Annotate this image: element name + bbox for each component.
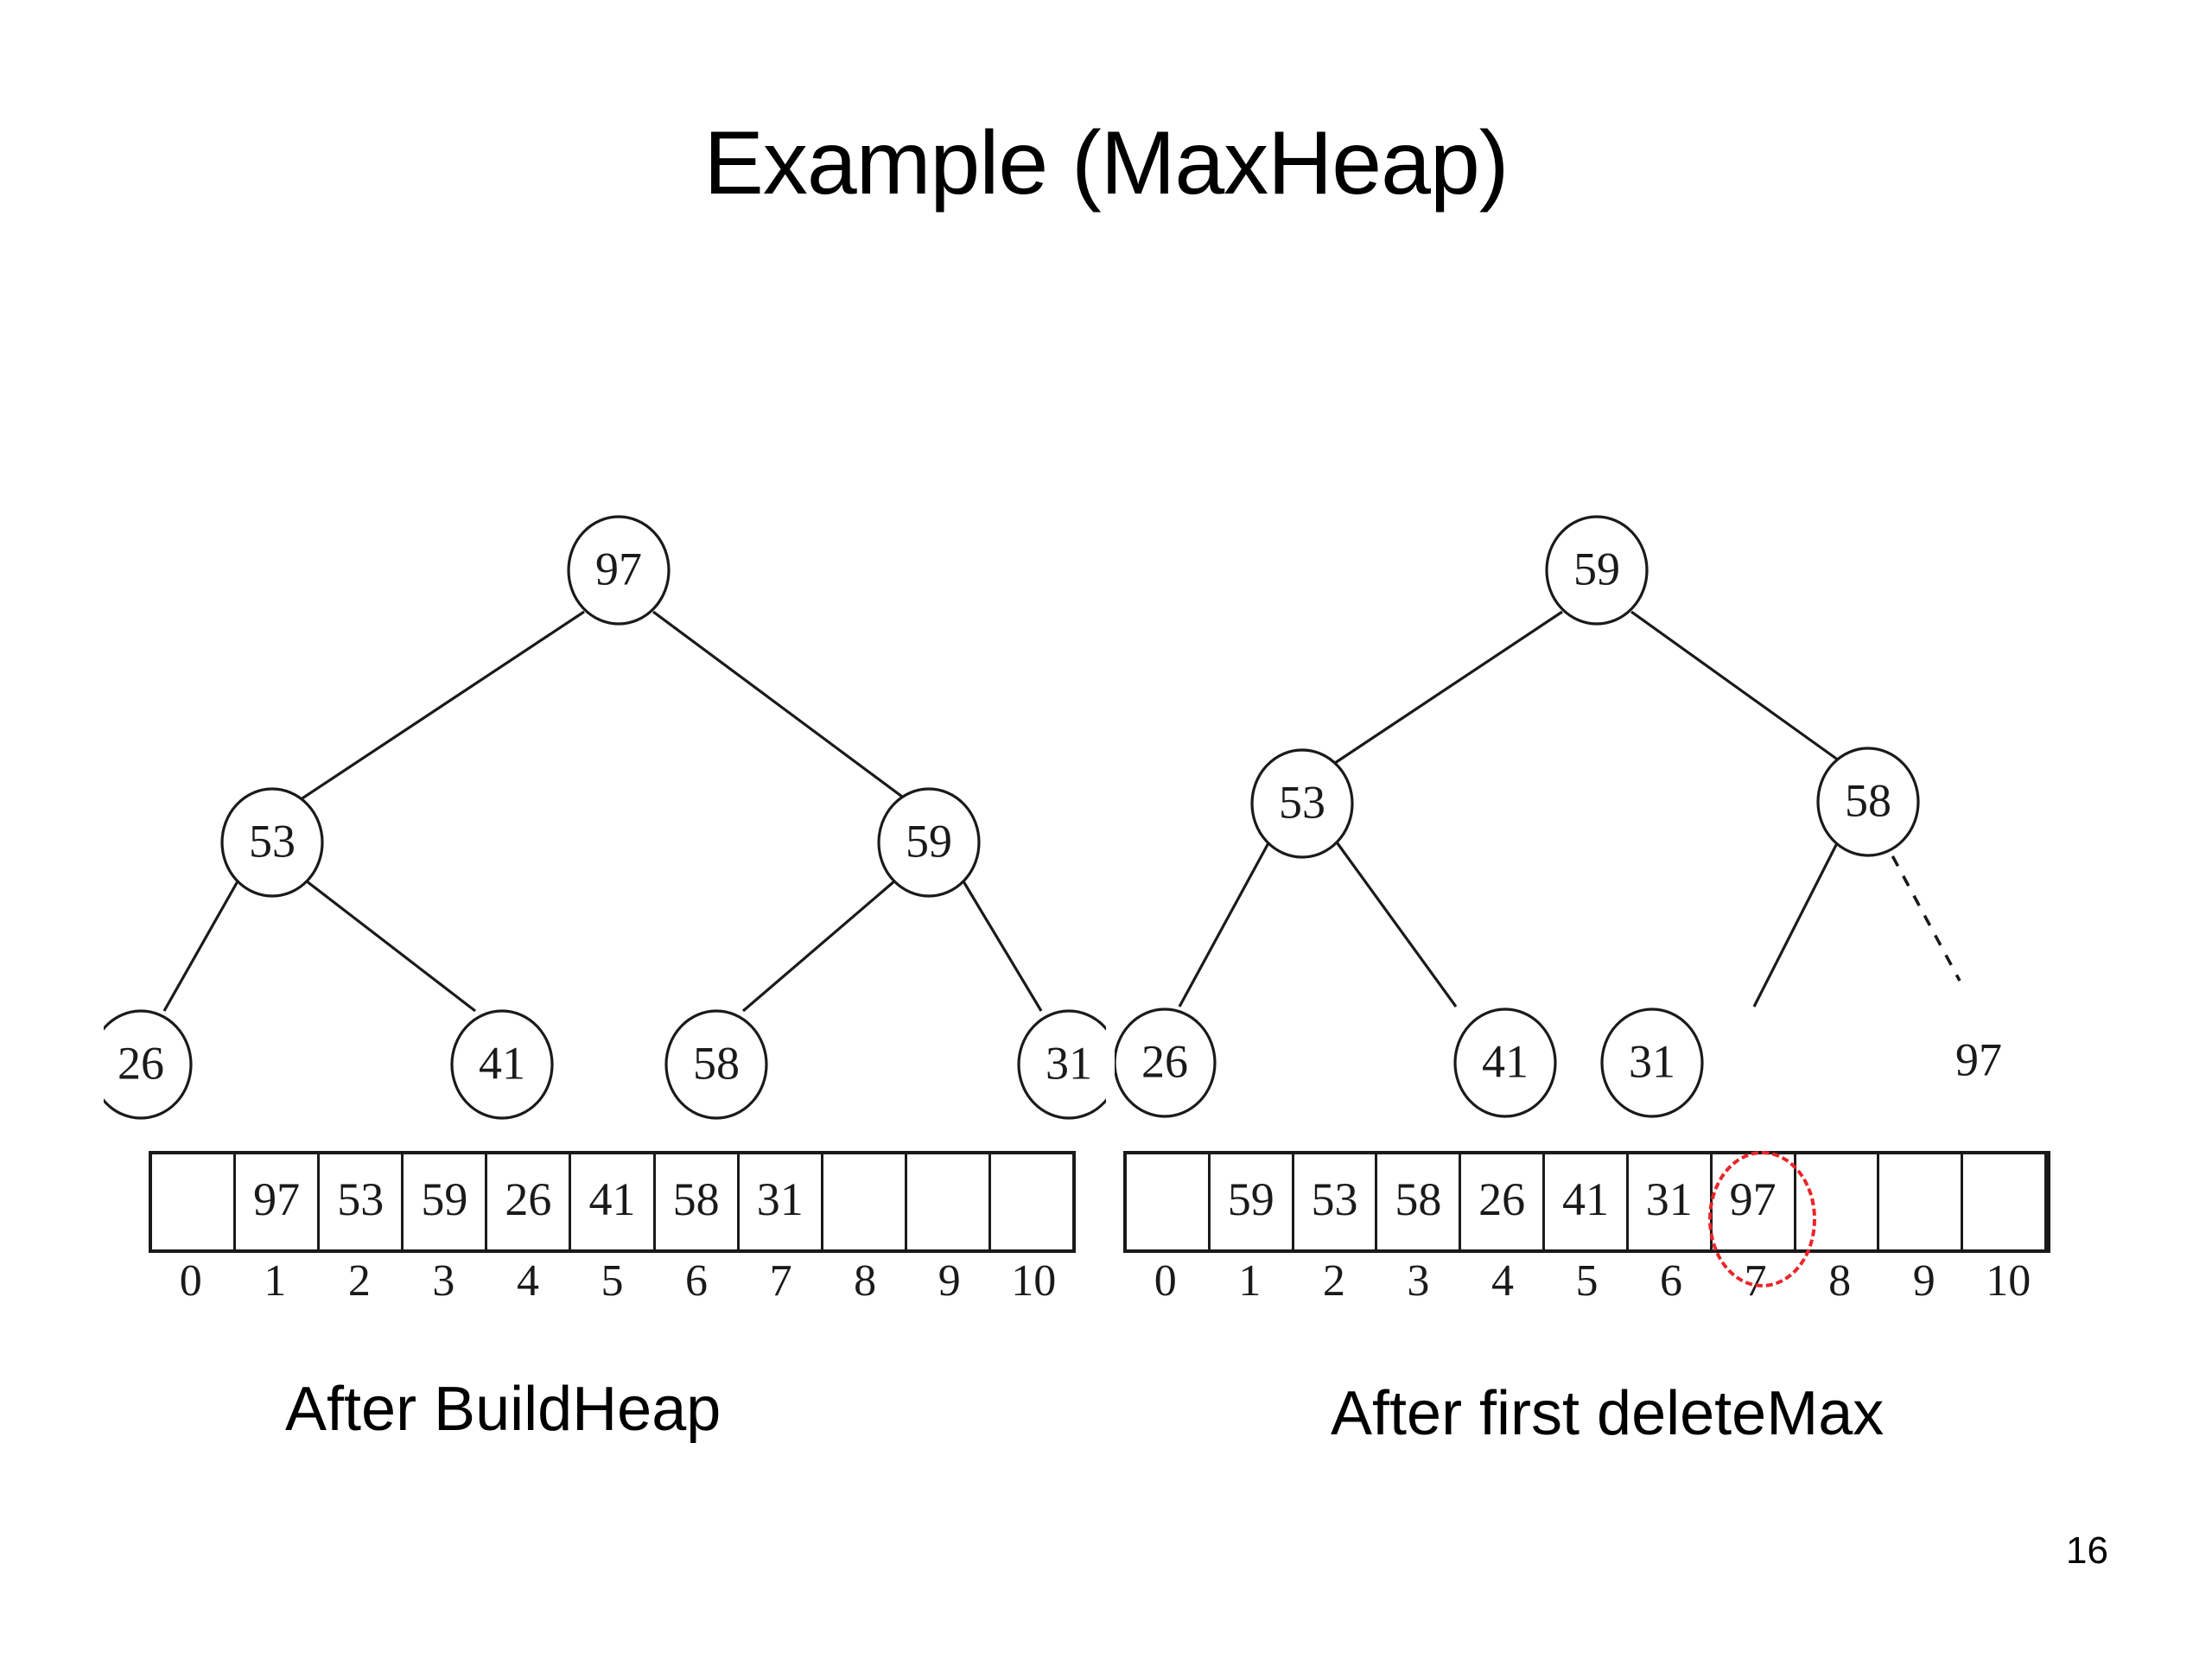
right-array-cells: 59 53 58 26 41 31 97 [1123, 1151, 2050, 1287]
tree-node-level2-0 [220, 787, 324, 898]
array-cell: 58 [656, 1154, 740, 1249]
array-index: 5 [1575, 1256, 1599, 1306]
array-index: 4 [1491, 1256, 1514, 1306]
right-array: 59 53 58 26 41 31 97 0 1 2 3 4 5 6 7 8 9… [1123, 1151, 2050, 1306]
tree-node-root-label: 97 [595, 543, 642, 594]
array-cell: 59 [1211, 1154, 1294, 1249]
left-array-indices: 0 1 2 3 4 5 6 7 8 9 10 [149, 1256, 1076, 1306]
page-number: 16 [2066, 1529, 2108, 1572]
array-index: 7 [769, 1256, 792, 1306]
array-cell [1796, 1154, 1880, 1249]
array-index: 10 [1986, 1256, 2031, 1306]
left-array-cells: 97 53 59 26 41 58 31 [149, 1151, 1076, 1253]
array-index: 8 [854, 1256, 877, 1306]
array-index: 2 [347, 1256, 371, 1306]
right-heap-tree: 59 53 58 26 41 31 97 [1115, 515, 2002, 1118]
array-cell [1879, 1154, 1964, 1249]
page-title: Example (MaxHeap) [703, 113, 1510, 213]
edge-r-left [741, 880, 896, 1013]
array-cell [823, 1154, 907, 1249]
array-cell: 26 [1461, 1154, 1546, 1249]
tree-leaf-2 [1600, 1007, 1704, 1118]
array-cell: 53 [1294, 1154, 1378, 1249]
array-cell: 59 [404, 1154, 488, 1249]
array-cell [991, 1154, 1072, 1249]
left-panel-caption: After BuildHeap [285, 1375, 721, 1444]
array-index: 7 [1744, 1256, 1767, 1306]
edge-l-left [1178, 839, 1272, 1007]
edge-l-right [1333, 839, 1458, 1007]
array-index: 9 [938, 1256, 961, 1306]
tree-leaf-1 [450, 1009, 554, 1120]
edge-l-left [162, 880, 239, 1012]
array-index: 1 [264, 1256, 287, 1306]
left-panel: 97 53 59 26 41 58 31 [104, 484, 1106, 1141]
array-cell: 53 [320, 1154, 404, 1249]
array-index: 0 [1154, 1256, 1177, 1306]
tree-leaf-1 [1453, 1007, 1557, 1118]
tree-node-level2-1-label: 58 [1845, 774, 1891, 826]
array-index: 4 [516, 1256, 539, 1306]
tree-leaf-0 [104, 1009, 193, 1120]
tree-leaf-3 [1017, 1009, 1106, 1120]
tree-node-level2-1 [877, 787, 981, 898]
detached-node-label: 97 [1955, 1033, 2002, 1085]
edge-r-right [962, 880, 1043, 1012]
edge-root-right [652, 610, 930, 818]
array-cell: 58 [1377, 1154, 1462, 1249]
array-index: 0 [179, 1256, 202, 1306]
array-cell [907, 1154, 991, 1249]
array-cell: 26 [487, 1154, 572, 1249]
tree-node-level2-0-label: 53 [1279, 776, 1325, 828]
array-cell [1127, 1154, 1211, 1249]
array-index: 2 [1322, 1256, 1345, 1306]
array-index: 6 [685, 1256, 709, 1306]
array-index: 6 [1660, 1256, 1683, 1306]
tree-node-level2-0-label: 53 [249, 815, 296, 867]
array-index: 9 [1912, 1256, 1936, 1306]
tree-leaf-2-label: 58 [693, 1037, 740, 1089]
array-index: 3 [432, 1256, 455, 1306]
array-cell-highlighted: 97 [1713, 1154, 1796, 1249]
tree-leaf-2 [664, 1009, 768, 1120]
right-panel-caption: After first deleteMax [1331, 1379, 1885, 1448]
left-array: 97 53 59 26 41 58 31 0 1 2 3 4 5 6 7 8 9… [149, 1151, 1076, 1306]
tree-leaf-1-label: 41 [1482, 1035, 1529, 1087]
array-cell: 31 [1629, 1154, 1713, 1249]
tree-node-level2-1 [1816, 747, 1920, 857]
array-cell: 31 [740, 1154, 823, 1249]
tree-leaf-0-label: 26 [118, 1037, 164, 1089]
edge-root-right [1630, 610, 1846, 766]
tree-leaf-0-label: 26 [1141, 1035, 1188, 1087]
tree-leaf-0 [1115, 1007, 1217, 1118]
edge-root-left [274, 610, 585, 818]
array-index: 5 [601, 1256, 624, 1306]
right-array-indices: 0 1 2 3 4 5 6 7 8 9 10 [1123, 1256, 2050, 1306]
tree-node-level2-0 [1250, 748, 1354, 859]
edge-detached-dashed [1880, 836, 1961, 982]
array-index: 1 [1238, 1256, 1262, 1306]
edge-root-left [1332, 610, 1563, 766]
tree-leaf-1-label: 41 [479, 1037, 525, 1089]
edge-r-left [1752, 839, 1840, 1007]
tree-node-root [567, 515, 671, 626]
tree-node-root-label: 59 [1573, 543, 1620, 594]
edge-l-right [306, 880, 476, 1013]
array-cell: 41 [571, 1154, 656, 1249]
right-panel: 59 53 58 26 41 31 97 [1115, 484, 2117, 1141]
tree-node-root [1545, 515, 1649, 626]
tree-leaf-3-label: 31 [1046, 1037, 1092, 1089]
left-heap-tree: 97 53 59 26 41 58 31 [104, 515, 1106, 1120]
array-cell [1963, 1154, 2047, 1249]
array-index: 10 [1011, 1256, 1057, 1306]
array-index: 3 [1407, 1256, 1430, 1306]
tree-node-level2-1-label: 59 [906, 815, 952, 867]
tree-leaf-2-label: 31 [1629, 1035, 1675, 1087]
array-cell: 97 [236, 1154, 321, 1249]
array-index: 8 [1828, 1256, 1852, 1306]
array-cell: 41 [1545, 1154, 1629, 1249]
array-cell [152, 1154, 237, 1249]
